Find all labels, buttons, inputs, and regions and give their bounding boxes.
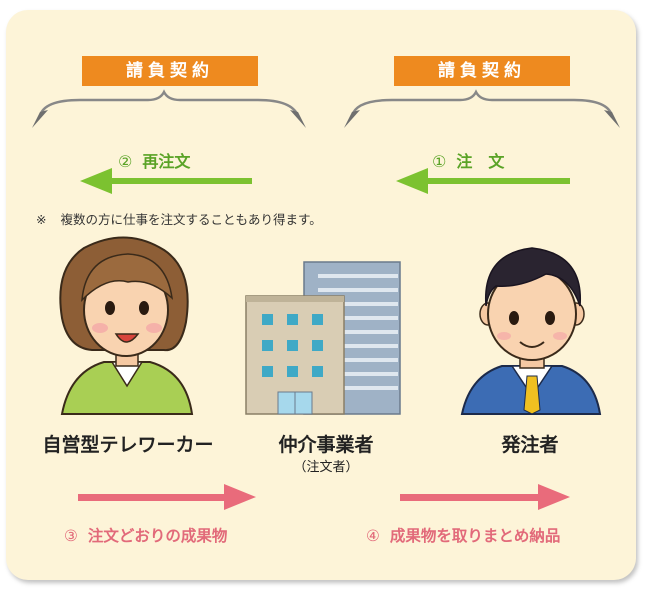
brace-right-tip-r — [604, 110, 620, 128]
contract-label-right: 請負契約 — [394, 56, 570, 86]
brace-left — [38, 89, 300, 117]
order-text: 注 文 — [456, 152, 505, 171]
delivery-label: ④ 成果物を取りまとめ納品 — [366, 524, 560, 546]
role-client: 発注者 — [501, 434, 559, 456]
reorder-arrow — [80, 168, 252, 194]
reorder-text: 再注文 — [142, 152, 191, 171]
order-arrow — [396, 168, 570, 194]
brace-right-tip-l — [344, 110, 360, 128]
result-text: 注文どおりの成果物 — [87, 527, 228, 545]
note: ※ 複数の方に仕事を注文することもあり得ます。 — [36, 209, 322, 228]
result-arrow — [78, 484, 256, 510]
reorder-label: ② 再注文 — [118, 148, 190, 172]
delivery-num: ④ — [366, 527, 380, 545]
order-num: ① — [432, 152, 447, 171]
reorder-num: ② — [118, 152, 133, 171]
delivery-text: 成果物を取りまとめ納品 — [389, 527, 561, 545]
order-label: ① 注 文 — [432, 148, 504, 172]
delivery-arrow — [400, 484, 570, 510]
result-label: ③ 注文どおりの成果物 — [64, 524, 227, 546]
brace-right — [350, 89, 614, 117]
result-num: ③ — [64, 527, 78, 545]
brace-left-tip-l — [32, 110, 48, 128]
note-text: 複数の方に仕事を注文することもあり得ます。 — [60, 212, 322, 227]
role-intermediary: 仲介事業者 — [278, 434, 374, 456]
role-intermediary-sub: （注文者） — [293, 460, 359, 475]
note-mark: ※ — [36, 212, 47, 227]
role-teleworker: 自営型テレワーカー — [42, 434, 214, 456]
brace-left-tip-r — [290, 110, 306, 128]
contract-label-left: 請負契約 — [82, 56, 258, 86]
